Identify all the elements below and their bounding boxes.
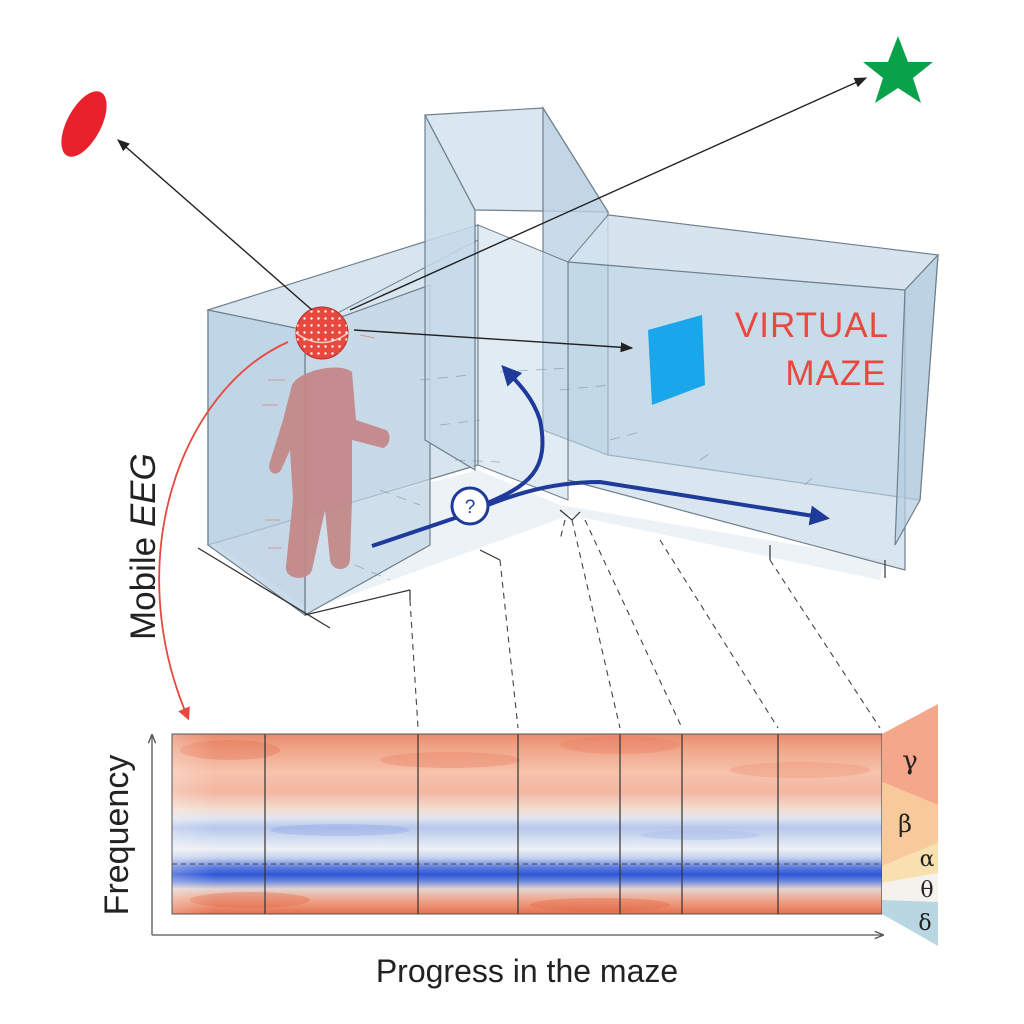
- arrow-to-green-star: [349, 77, 868, 311]
- mobile-eeg-label-main: Mobile: [124, 527, 163, 640]
- eeg-signal-arrow: [158, 341, 289, 721]
- maze-wall-mid: [477, 224, 569, 501]
- motion-lines: [262, 334, 376, 549]
- band-gamma-label: γ: [902, 746, 918, 776]
- spectrogram: [171, 733, 883, 915]
- path-turn: [479, 365, 545, 508]
- maze-label-line2: MAZE: [785, 354, 886, 393]
- x-axis-label: Progress in the maze: [376, 953, 678, 989]
- band-delta-label: δ: [918, 911, 931, 936]
- mobile-eeg-label-italic: EEG: [124, 453, 163, 527]
- y-axis-label: Frequency: [98, 755, 136, 916]
- band-beta: [882, 782, 938, 866]
- frequency-bands: γ β α θ δ: [882, 704, 938, 946]
- maze-label-line1: VIRTUAL: [735, 306, 889, 345]
- band-beta-label: β: [898, 810, 912, 838]
- band-alpha-label: α: [920, 847, 935, 872]
- arrow-to-red-ellipse: [117, 139, 313, 311]
- arrow-to-blue-landmark: [353, 329, 634, 353]
- walking-person: [269, 367, 390, 578]
- band-delta: [882, 900, 938, 946]
- band-gamma: [882, 704, 938, 805]
- eeg-cap: [295, 306, 349, 360]
- maze-wall-right-end: [894, 253, 939, 546]
- projection-lines: [409, 519, 881, 729]
- decision-symbol: ?: [465, 497, 476, 518]
- band-theta-label: θ: [920, 878, 933, 903]
- mobile-eeg-label: Mobile EEG: [124, 453, 163, 640]
- band-theta: [882, 873, 938, 902]
- band-alpha: [882, 843, 938, 883]
- green-star-target: [863, 36, 933, 103]
- blue-landmark-square: [648, 315, 705, 405]
- decision-point: ?: [450, 486, 490, 526]
- red-ellipse-target: [61, 91, 107, 157]
